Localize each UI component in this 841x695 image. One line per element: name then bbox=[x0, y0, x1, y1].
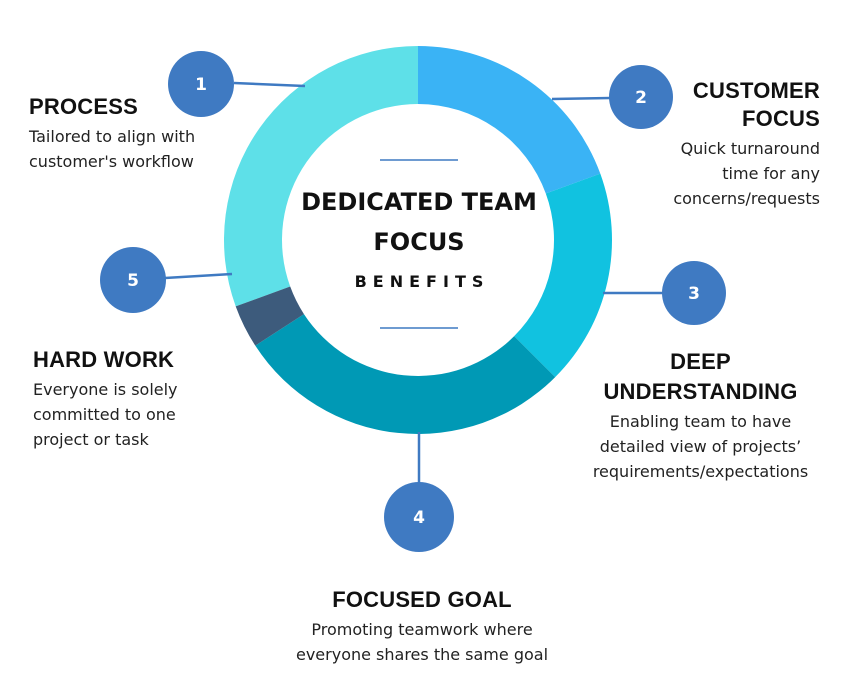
benefit-focused-goal: FOCUSED GOAL Promoting teamwork where ev… bbox=[272, 587, 572, 667]
number-badge-3: 3 bbox=[662, 261, 726, 325]
benefit-hard-work: HARD WORK Everyone is solely committed t… bbox=[33, 347, 253, 452]
center-title-line1: DEDICATED TEAM bbox=[301, 188, 537, 216]
segment-focused-goal bbox=[255, 314, 556, 434]
number-badge-5: 5 bbox=[100, 247, 166, 313]
center-subtitle: BENEFITS bbox=[354, 272, 490, 291]
benefit-description: Promoting teamwork where everyone shares… bbox=[295, 620, 549, 664]
number-badge-1: 1 bbox=[168, 51, 234, 117]
number-5: 5 bbox=[127, 271, 139, 291]
center-title-line2: FOCUS bbox=[373, 228, 465, 256]
benefit-title: PROCESS bbox=[29, 94, 138, 119]
segment-deep-understanding bbox=[514, 173, 612, 378]
connector-2 bbox=[551, 96, 611, 101]
segment-hard-work bbox=[235, 286, 304, 346]
number-2: 2 bbox=[635, 88, 647, 108]
benefit-deep-understanding: DEEP UNDERSTANDING Enabling team to have… bbox=[568, 349, 833, 484]
benefit-description: Quick turnaround time for any concerns/r… bbox=[673, 139, 820, 208]
benefit-title: FOCUSED GOAL bbox=[332, 587, 512, 612]
segment-customer-focus bbox=[418, 46, 601, 194]
connector-5 bbox=[164, 272, 233, 280]
segment-process bbox=[224, 46, 418, 307]
benefit-description: Tailored to align with customer's workfl… bbox=[29, 127, 196, 171]
benefit-description: Everyone is solely committed to one proj… bbox=[33, 380, 178, 449]
connector-1 bbox=[233, 81, 306, 88]
number-4: 4 bbox=[413, 508, 425, 528]
number-1: 1 bbox=[195, 75, 207, 95]
benefit-description: Enabling team to have detailed view of p… bbox=[592, 412, 809, 481]
benefit-process: PROCESS Tailored to align with customer'… bbox=[29, 94, 249, 174]
number-badge-2: 2 bbox=[609, 65, 673, 129]
number-badge-4: 4 bbox=[384, 482, 454, 552]
benefit-customer-focus: CUSTOMER FOCUS Quick turnaround time for… bbox=[600, 78, 820, 211]
benefit-title: HARD WORK bbox=[33, 347, 175, 372]
benefit-title: CUSTOMER FOCUS bbox=[692, 78, 820, 131]
benefit-title: DEEP UNDERSTANDING bbox=[603, 349, 798, 404]
number-3: 3 bbox=[688, 284, 700, 304]
